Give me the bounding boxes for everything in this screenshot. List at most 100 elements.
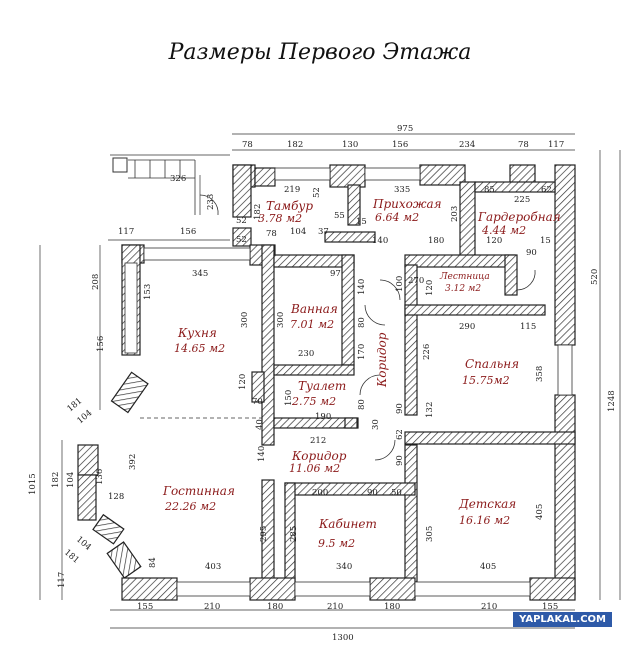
- dim-label: 90: [395, 403, 405, 414]
- room-vannaya-area: 7.01 м2: [290, 318, 334, 331]
- dim-label: 78: [266, 229, 277, 239]
- dim-label: 62: [541, 185, 552, 195]
- dim-label: 180: [428, 236, 444, 246]
- room-labels: Тамбур 3.78 м2 Прихожая 6.64 м2 Гардероб…: [162, 197, 561, 550]
- dim-label: 30: [371, 419, 381, 430]
- dim-label: 78: [242, 140, 253, 150]
- dim-label: 181: [66, 396, 85, 414]
- dim-label: 156: [96, 336, 106, 352]
- room-tualet-name: Туалет: [298, 379, 346, 393]
- dim-label: 345: [192, 269, 208, 279]
- dim-label: 37: [318, 227, 329, 237]
- dim-label: 975: [397, 124, 413, 134]
- dim-label: 358: [535, 366, 545, 382]
- dim-label: 403: [205, 562, 221, 572]
- dim-label: 80: [357, 399, 367, 410]
- room-prihozhaya-area: 6.64 м2: [375, 211, 419, 224]
- watermark: YAPLAKAL.COM: [513, 612, 612, 627]
- dim-label: 212: [310, 436, 326, 446]
- dim-label: 100: [395, 276, 405, 292]
- dim-label: 155: [542, 602, 558, 612]
- dim-label: 140: [372, 236, 388, 246]
- dim-label: 230: [298, 349, 314, 359]
- dim-label: 150: [284, 390, 294, 406]
- dim-label: 1015: [28, 473, 38, 495]
- dim-label: 85: [484, 185, 495, 195]
- room-tualet-area: 2.75 м2: [291, 395, 336, 408]
- dim-label: 208: [91, 274, 101, 290]
- dim-label: 136: [95, 469, 105, 485]
- dim-label: 392: [128, 454, 138, 470]
- dim-label: 200: [312, 488, 328, 498]
- room-kabinet-name: Кабинет: [318, 517, 377, 531]
- room-detskaya-name: Детская: [458, 497, 516, 511]
- dim-label: 1300: [332, 633, 354, 643]
- room-tambur-name: Тамбур: [266, 199, 313, 213]
- dim-label: 156: [392, 140, 408, 150]
- dim-label: 305: [425, 526, 435, 542]
- dim-label: 104: [66, 472, 76, 488]
- room-spalnya-name: Спальня: [465, 357, 519, 371]
- room-gostinnaya-area: 22.26 м2: [164, 500, 216, 513]
- dim-label: 115: [520, 322, 536, 332]
- dim-label: 153: [143, 284, 153, 300]
- dim-label: 52: [236, 216, 247, 226]
- dim-label: 233: [206, 194, 216, 210]
- dim-label: 50: [391, 488, 402, 498]
- dim-label: 90: [395, 455, 405, 466]
- dim-label: 52: [236, 235, 247, 245]
- dim-label: 104: [74, 535, 93, 553]
- dim-label: 120: [486, 236, 502, 246]
- dim-label: 270: [408, 276, 424, 286]
- dim-label: 190: [315, 412, 331, 422]
- dim-label: 180: [384, 602, 400, 612]
- dim-label: 78: [518, 140, 529, 150]
- dimension-lines: [39, 133, 621, 629]
- dim-label: 156: [180, 227, 196, 237]
- dim-label: 182: [253, 204, 263, 220]
- room-kabinet-area: 9.5 м2: [318, 537, 355, 550]
- walls: [77, 164, 576, 601]
- dim-label: 120: [425, 280, 435, 296]
- dim-label: 340: [336, 562, 352, 572]
- dim-label: 285: [289, 526, 299, 542]
- entrance-steps: [112, 157, 196, 215]
- room-lestnitsa-area: 3.12 м2: [445, 284, 481, 294]
- dim-label: 219: [284, 185, 300, 195]
- dim-label: 203: [450, 206, 460, 222]
- dim-label: 210: [204, 602, 220, 612]
- room-koridor-vertical-name: Коридор: [375, 332, 389, 388]
- dim-label: 226: [422, 344, 432, 360]
- dim-label: 128: [108, 492, 124, 502]
- room-spalnya-area: 15.75м2: [462, 374, 510, 387]
- room-gostinnaya-name: Гостинная: [162, 484, 235, 498]
- dim-label: 15: [540, 236, 551, 246]
- dim-label: 210: [481, 602, 497, 612]
- dim-label: 90: [367, 488, 378, 498]
- dim-label: 52: [312, 187, 322, 198]
- dim-label: 234: [459, 140, 475, 150]
- dim-label: 70: [252, 397, 263, 407]
- dim-label: 140: [257, 446, 267, 462]
- room-detskaya-area: 16.16 м2: [459, 514, 510, 527]
- dim-label: 40: [255, 419, 265, 430]
- room-prihozhaya-name: Прихожая: [372, 197, 442, 211]
- dim-label: 104: [76, 408, 95, 426]
- dim-label: 62: [395, 429, 405, 440]
- dim-label: 130: [342, 140, 358, 150]
- dim-label: 90: [526, 248, 537, 258]
- dim-label: 290: [459, 322, 475, 332]
- dim-label: 182: [51, 472, 61, 488]
- dim-label: 210: [327, 602, 343, 612]
- dim-label: 140: [357, 279, 367, 295]
- dim-label: 520: [590, 269, 600, 285]
- dim-label: 55: [334, 211, 345, 221]
- dim-label: 170: [357, 344, 367, 360]
- dim-label: 117: [548, 140, 564, 150]
- dim-label: 181: [62, 548, 81, 566]
- dim-label: 104: [290, 227, 306, 237]
- room-kuhnya-name: Кухня: [177, 326, 217, 340]
- room-garderobnaya-name: Гардеробная: [477, 210, 561, 224]
- dim-label: 117: [57, 572, 67, 588]
- dim-label: 1248: [607, 390, 617, 412]
